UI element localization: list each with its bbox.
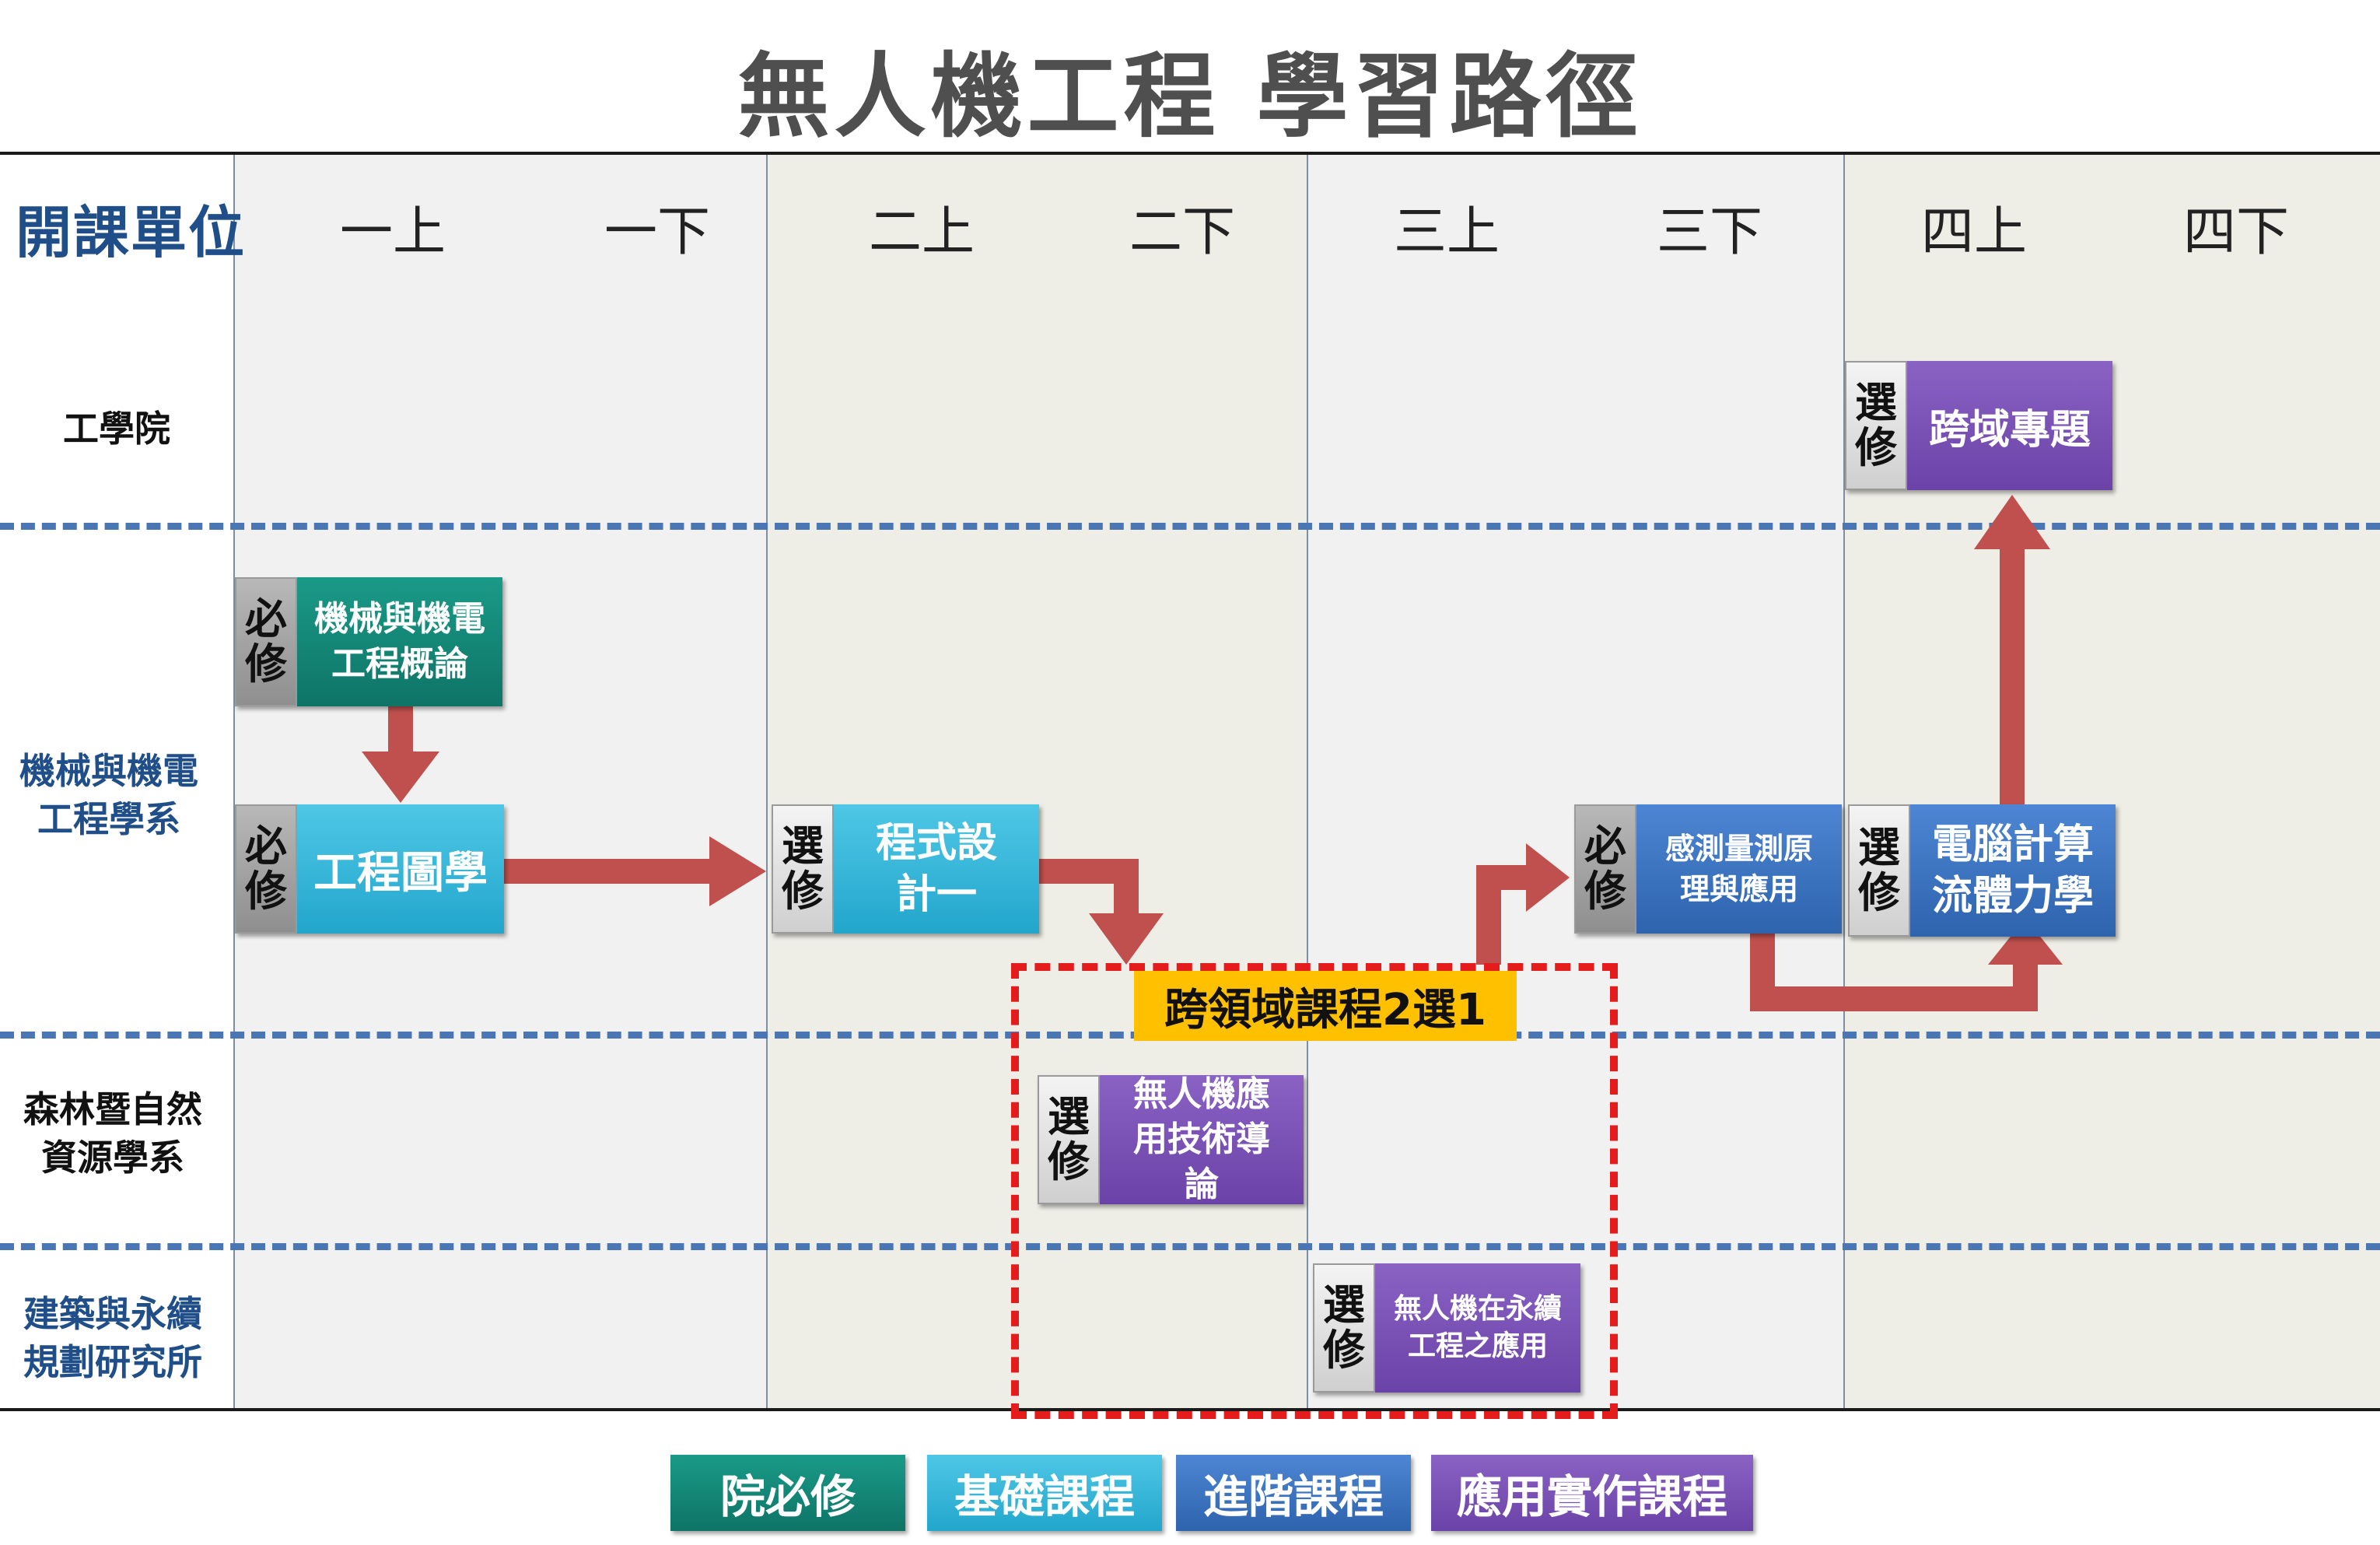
semester-label: 二上 <box>868 201 975 263</box>
course-name: 程式設計一 <box>834 804 1039 934</box>
course-name: 無人機在永續工程之應用 <box>1375 1263 1580 1393</box>
legend-college-required: 院必修 <box>670 1455 905 1531</box>
semester-label: 三上 <box>1393 201 1500 263</box>
course-name: 工程圖學 <box>297 804 504 934</box>
legend-foundation: 基礎課程 <box>927 1455 1162 1531</box>
row-label-college: 工學院 <box>63 408 170 450</box>
row-label-architecture: 建築與永續規劃研究所 <box>23 1293 202 1383</box>
tag-required: 必修 <box>235 804 297 934</box>
course-card-uav-sustainable[interactable]: 選修 無人機在永續工程之應用 <box>1313 1263 1580 1393</box>
tag-elective: 選修 <box>1313 1263 1375 1393</box>
column-divider <box>1843 154 1845 1410</box>
course-card-sensing[interactable]: 必修 感測量測原理與應用 <box>1574 804 1842 934</box>
course-name: 無人機應用技術導論 <box>1100 1074 1304 1204</box>
year3-band <box>1307 154 1843 1410</box>
tag-elective: 選修 <box>1845 361 1907 490</box>
tag-elective: 選修 <box>1038 1075 1100 1204</box>
tag-required: 必修 <box>1574 804 1636 934</box>
course-name: 機械與機電工程概論 <box>297 577 502 706</box>
column-divider <box>1307 154 1308 1410</box>
tag-required: 必修 <box>235 577 297 706</box>
course-card-programming-1[interactable]: 選修 程式設計一 <box>772 804 1039 934</box>
course-card-mech-intro[interactable]: 必修 機械與機電工程概論 <box>235 577 502 706</box>
row-divider <box>0 1243 2380 1250</box>
semester-label: 一下 <box>604 201 710 263</box>
tag-elective: 選修 <box>772 804 834 934</box>
column-divider <box>233 154 235 1410</box>
tag-elective: 選修 <box>1848 804 1910 937</box>
column-divider <box>766 154 768 1410</box>
row-label-mechanical: 機械與機電工程學系 <box>19 750 198 840</box>
semester-label: 一上 <box>339 201 446 263</box>
course-card-engineering-graphics[interactable]: 必修 工程圖學 <box>235 804 504 934</box>
footer-rule <box>0 1408 2380 1411</box>
course-name: 跨域專題 <box>1907 361 2112 490</box>
header-rule <box>0 152 2380 155</box>
semester-label: 三下 <box>1656 201 1762 263</box>
page-title: 無人機工程 學習路徑 <box>737 43 1643 150</box>
year1-band <box>233 154 767 1410</box>
semester-label: 二下 <box>1129 201 1235 263</box>
row-label-forestry: 森林暨自然資源學系 <box>23 1088 202 1179</box>
semester-label: 四上 <box>1920 201 2027 263</box>
course-name: 電腦計算流體力學 <box>1910 804 2116 937</box>
legend-advanced: 進階課程 <box>1176 1455 1411 1531</box>
semester-label: 四下 <box>2182 201 2289 263</box>
course-card-uav-intro[interactable]: 選修 無人機應用技術導論 <box>1038 1074 1304 1204</box>
course-name: 感測量測原理與應用 <box>1636 804 1842 934</box>
legend-applied: 應用實作課程 <box>1431 1455 1753 1531</box>
cross-domain-label: 跨領域課程2選1 <box>1134 971 1517 1041</box>
course-card-capstone[interactable]: 選修 跨域專題 <box>1845 361 2112 490</box>
course-card-cfd[interactable]: 選修 電腦計算流體力學 <box>1848 804 2116 937</box>
row-divider <box>0 523 2380 530</box>
unit-header: 開課單位 <box>16 200 247 265</box>
cross-domain-box <box>1011 963 1618 1419</box>
